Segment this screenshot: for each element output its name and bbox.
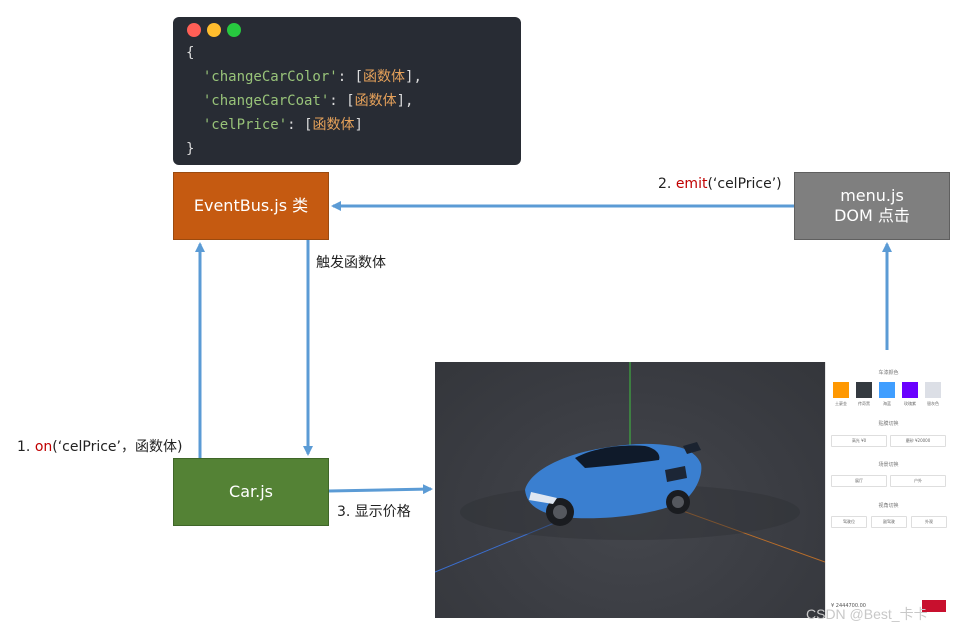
swatch-gold-label: 土豪金 <box>835 401 847 406</box>
menu-label-line2: DOM 点击 <box>834 206 910 225</box>
code-block: { 'changeCarColor': [函数体], 'changeCarCoa… <box>186 41 422 161</box>
eventbus-label: EventBus.js 类 <box>193 196 309 215</box>
swatch-purple-label: 玫瑰紫 <box>904 401 916 406</box>
code-key-1: 'changeCarColor' <box>202 69 338 85</box>
coat-matte-button[interactable]: 磨砂 ¥20000 <box>890 435 946 447</box>
step1-keyword: on <box>34 439 53 455</box>
section-scene-title: 场景切换 <box>878 462 899 468</box>
code-sep-3: : [ <box>287 117 313 133</box>
coat-glossy-button[interactable]: 高光 ¥0 <box>831 435 887 447</box>
step2-label: 2. emit(‘celPrice’) <box>658 176 782 192</box>
code-open-brace: { <box>186 45 195 61</box>
swatch-blue[interactable] <box>879 382 895 398</box>
step1-label: 1. on(‘celPrice’，函数体) <box>17 436 182 456</box>
code-panel: { 'changeCarColor': [函数体], 'changeCarCoa… <box>173 17 521 165</box>
menu-box: menu.js DOM 点击 <box>794 172 950 240</box>
step2-keyword: emit <box>675 176 708 192</box>
car-box: Car.js <box>173 458 329 526</box>
swatch-silver-label: 银灰色 <box>927 401 939 406</box>
car-label: Car.js <box>229 482 273 501</box>
step2-prefix: 2. <box>658 176 676 192</box>
code-key-2: 'changeCarCoat' <box>202 93 330 109</box>
view-passenger-button[interactable]: 副驾驶 <box>871 516 907 528</box>
section-view-title: 视角切换 <box>878 503 899 509</box>
step2-suffix: (‘celPrice’) <box>707 176 782 192</box>
buy-button[interactable] <box>922 600 946 612</box>
menu-label-line1: menu.js <box>840 186 904 205</box>
section-coat-title: 贴膜切换 <box>878 421 899 427</box>
scene-graphics <box>435 362 825 573</box>
maximize-dot-icon <box>227 23 241 37</box>
step1-prefix: 1. <box>17 439 35 455</box>
code-close-brace: } <box>186 141 195 157</box>
eventbus-box: EventBus.js 类 <box>173 172 329 240</box>
swatch-black-label: 传奇黑 <box>858 401 870 406</box>
swatch-gold[interactable] <box>833 382 849 398</box>
section-color-title: 车漆颜色 <box>878 370 899 376</box>
code-key-3: 'celPrice' <box>202 117 288 133</box>
swatch-purple[interactable] <box>902 382 918 398</box>
swatch-silver[interactable] <box>925 382 941 398</box>
price-display: ¥ 2444700.00 <box>831 603 866 609</box>
step1-suffix: (‘celPrice’，函数体) <box>52 439 183 455</box>
car-3d-scene <box>435 362 825 618</box>
code-end-2: ], <box>396 93 414 109</box>
watermark: CSDN @Best_卡卡 <box>806 606 928 622</box>
car-config-panel: 车漆颜色 土豪金 传奇黑 海蓝 玫瑰紫 银灰色 贴膜切换 高光 ¥0 磨砂 ¥2… <box>825 362 951 618</box>
car-model-icon <box>525 442 702 526</box>
view-driver-button[interactable]: 驾驶位 <box>831 516 867 528</box>
code-value-3: 函数体 <box>312 117 355 133</box>
code-value-1: 函数体 <box>363 69 406 85</box>
code-sep-2: : [ <box>329 93 355 109</box>
window-dots <box>187 23 241 37</box>
code-sep-1: : [ <box>337 69 364 85</box>
swatch-blue-label: 海蓝 <box>883 401 891 406</box>
minimize-dot-icon <box>207 23 221 37</box>
scene-showroom-button[interactable]: 展厅 <box>831 475 887 487</box>
trigger-label: 触发函数体 <box>316 255 386 271</box>
arrow-car-to-scene <box>328 484 433 495</box>
code-end-3: ] <box>354 117 363 133</box>
view-exterior-button[interactable]: 外观 <box>911 516 947 528</box>
step3-label: 3. 显示价格 <box>337 504 411 520</box>
close-dot-icon <box>187 23 201 37</box>
swatch-black[interactable] <box>856 382 872 398</box>
code-value-2: 函数体 <box>354 93 397 109</box>
scene-outdoor-button[interactable]: 户外 <box>890 475 946 487</box>
code-end-1: ], <box>405 69 422 85</box>
